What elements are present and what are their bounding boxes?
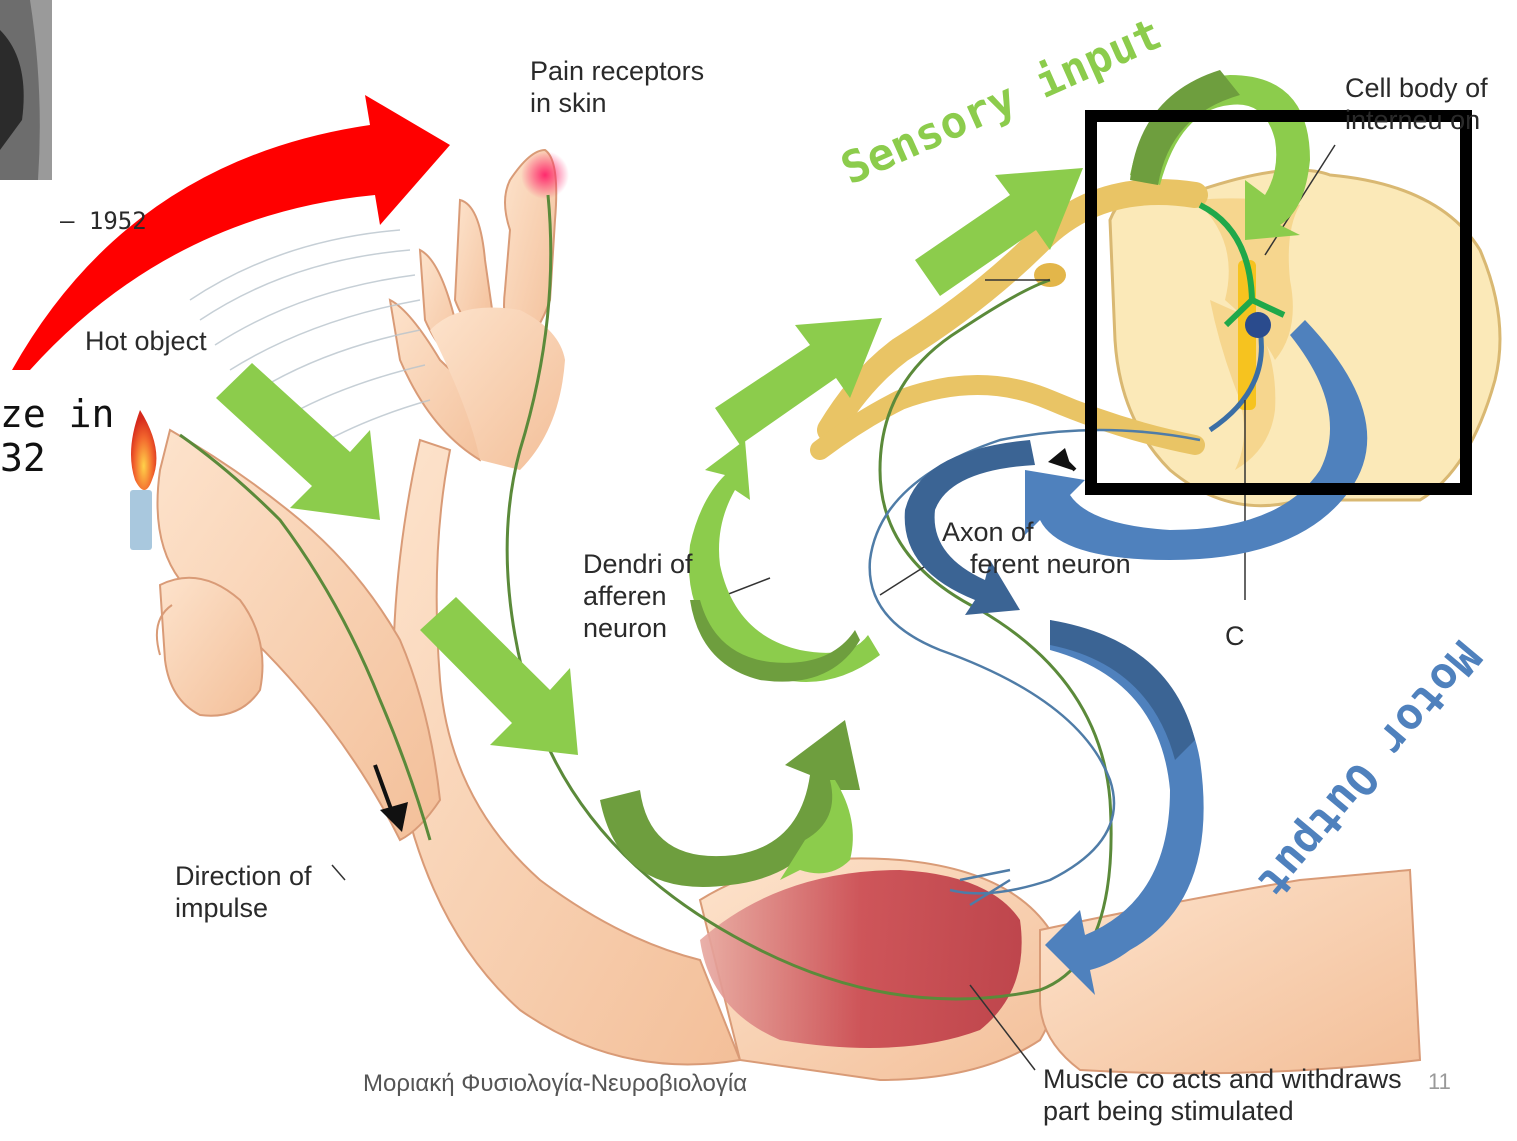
nobel-fragment-2: 32: [0, 436, 46, 480]
portrait-photo-fragment: [0, 0, 52, 180]
dendrite-line-3: neuron: [583, 612, 693, 644]
muscle-line-2: part being stimulated: [1043, 1095, 1402, 1127]
sensory-input-annotation: Sensory input: [834, 8, 1169, 195]
cell-body-label: Cell body of interneu on: [1345, 72, 1488, 136]
nobel-fragment-1: ze in: [0, 392, 114, 436]
direction-line-2: impulse: [175, 892, 312, 924]
cell-body-line-2: interneu on: [1345, 104, 1488, 136]
pain-receptors-label: Pain receptors in skin: [530, 55, 704, 119]
direction-line-1: Direction of: [175, 860, 312, 892]
axon-label: Axon of ferent neuron: [942, 516, 1131, 580]
candle-icon: [130, 410, 156, 550]
axon-line-1: Axon of: [942, 516, 1131, 548]
fragment-c-label: C: [1225, 620, 1245, 652]
dendrite-label: Dendri of afferen neuron: [583, 548, 693, 644]
slide-footer: Μοριακή Φυσιολογία-Νευροβιολογία: [363, 1068, 747, 1100]
axon-line-2: ferent neuron: [942, 548, 1131, 580]
cell-body-line-1: Cell body of: [1345, 72, 1488, 104]
muscle-label: Muscle co acts and withdraws part being …: [1043, 1063, 1402, 1127]
portrait-caption-year: – 1952: [60, 205, 147, 237]
motor-output-annotation: Motor Output: [1247, 631, 1490, 907]
dendrite-line-2: afferen: [583, 580, 693, 612]
muscle-line-1: Muscle co acts and withdraws: [1043, 1063, 1402, 1095]
pain-receptors-line-1: Pain receptors: [530, 55, 704, 87]
slide-page-number: 11: [1428, 1066, 1451, 1098]
direction-of-impulse-label: Direction of impulse: [175, 860, 312, 924]
hot-object-label: Hot object: [85, 325, 207, 357]
dendrite-line-1: Dendri of: [583, 548, 693, 580]
pain-receptors-line-2: in skin: [530, 87, 704, 119]
